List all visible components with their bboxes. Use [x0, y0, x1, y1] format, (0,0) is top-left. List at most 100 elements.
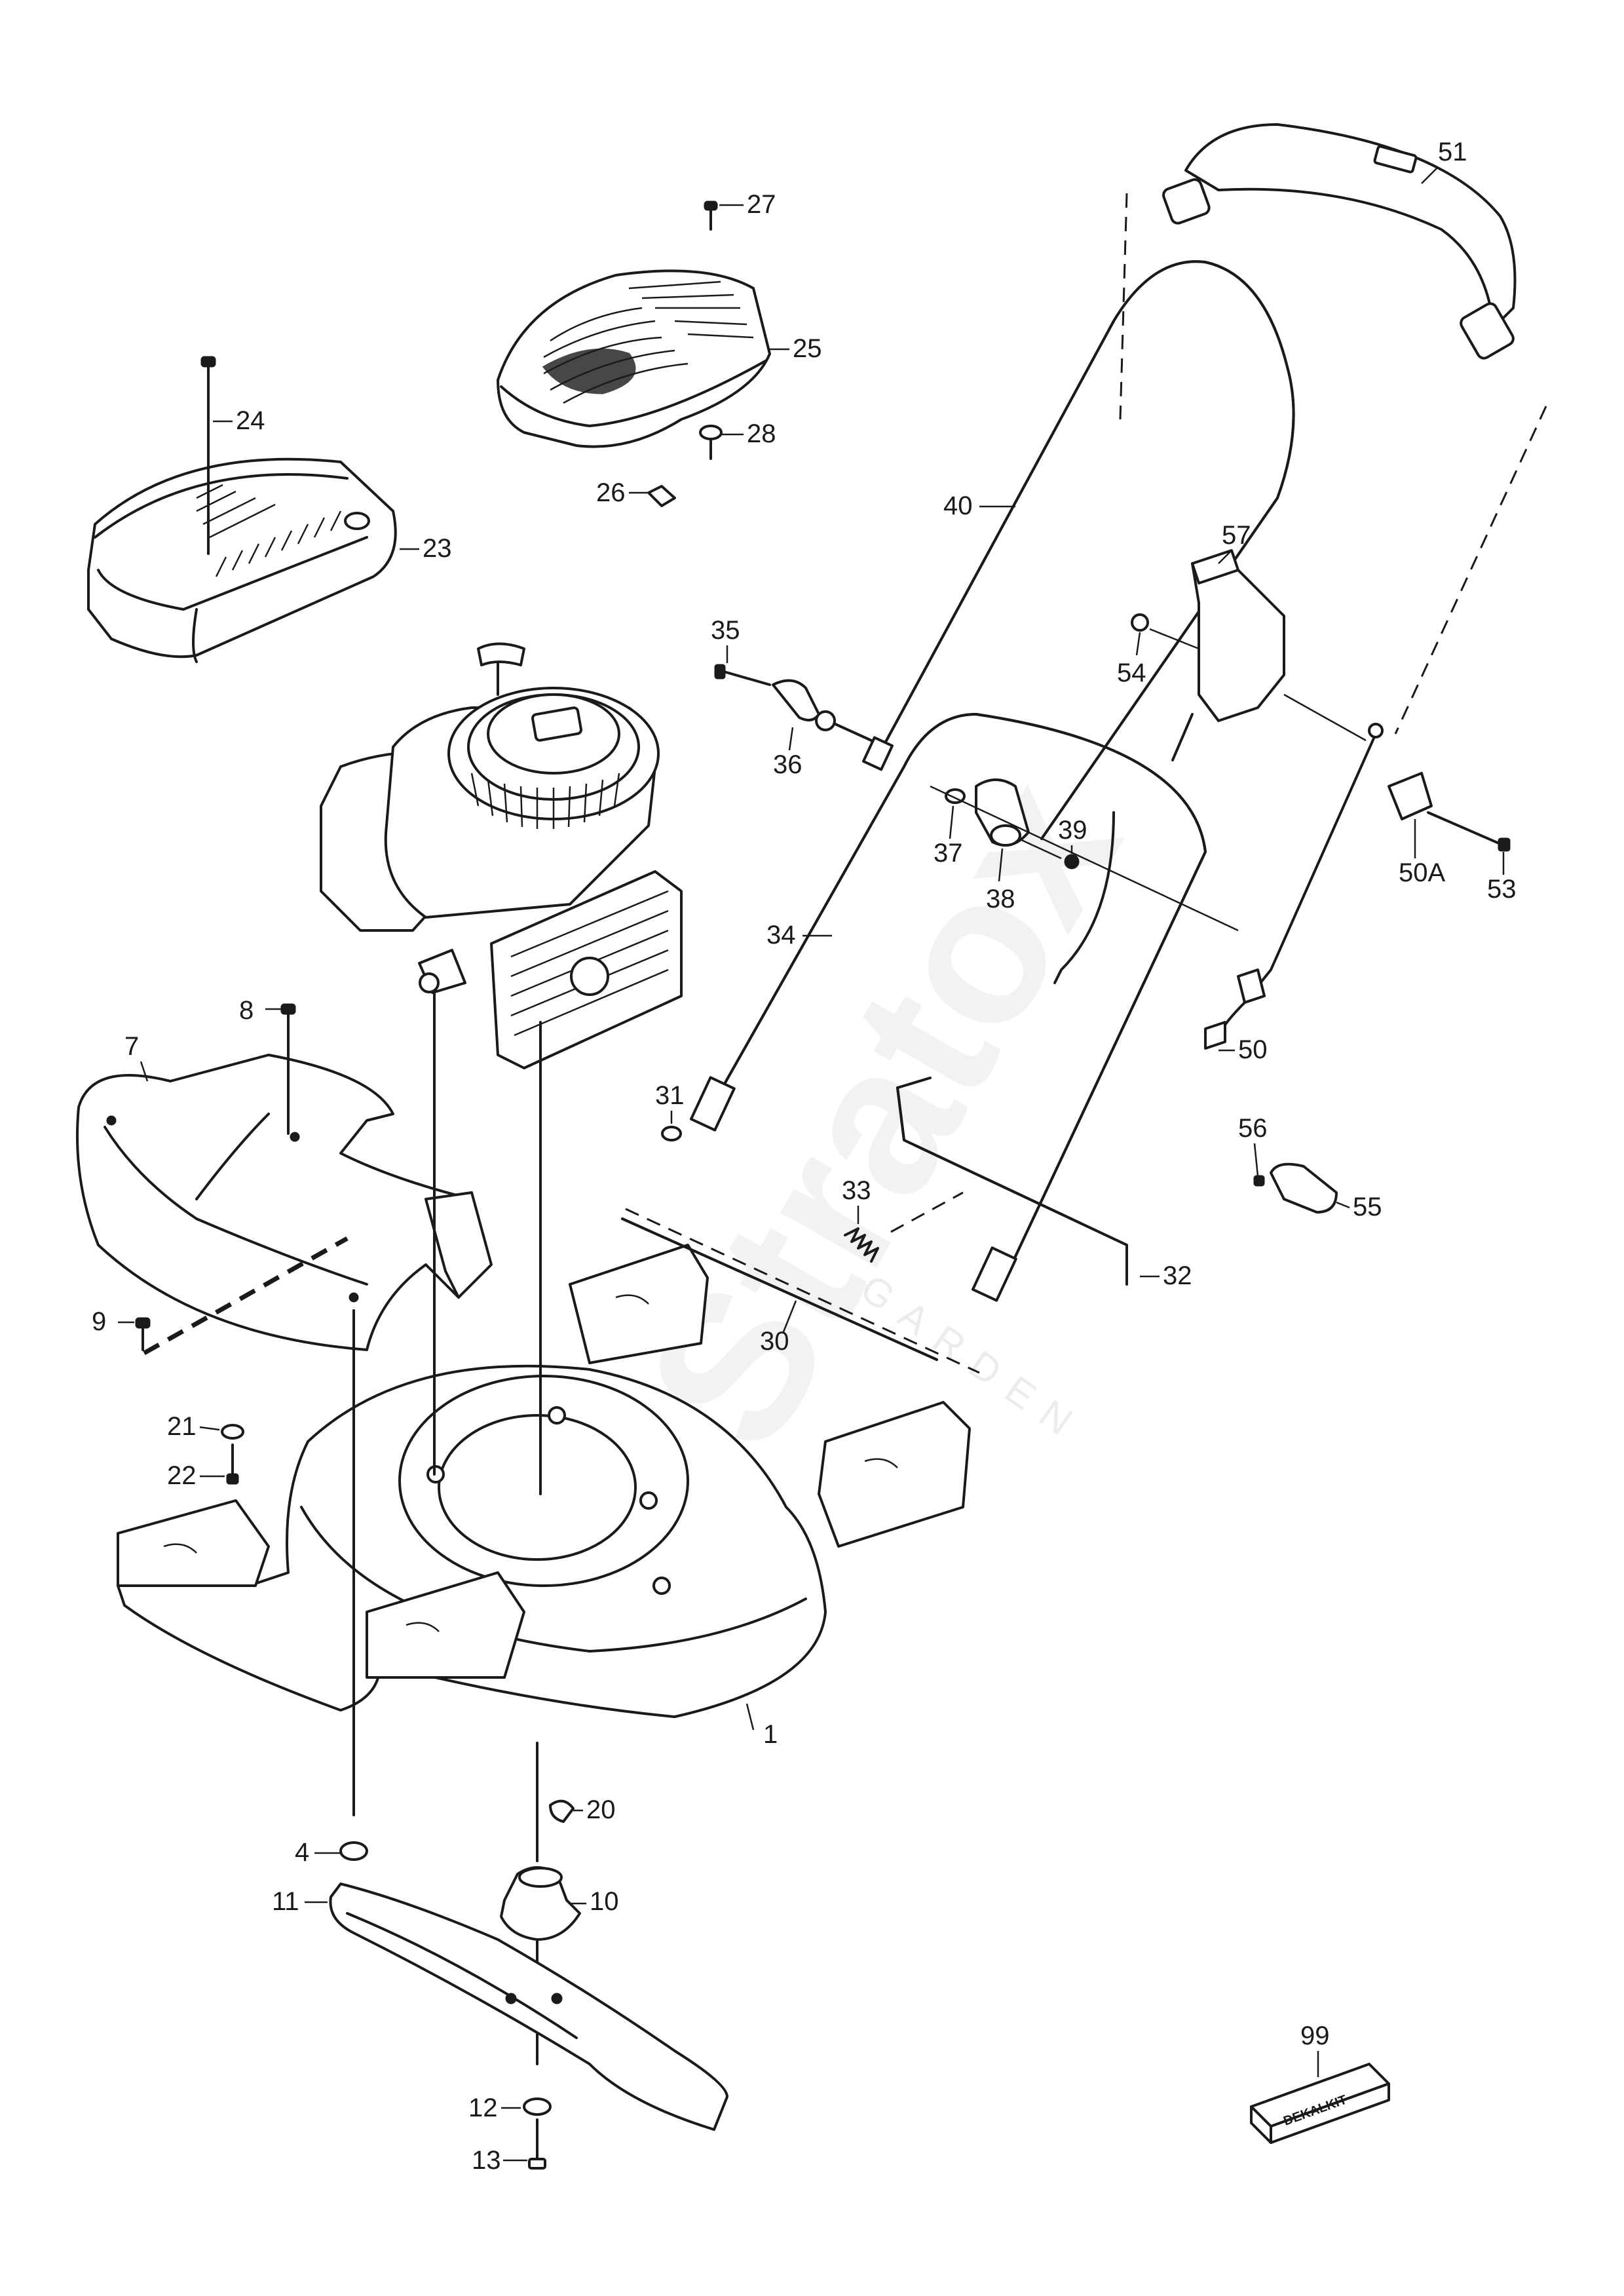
- callout-label: 4: [295, 1838, 309, 1867]
- part-4-nut: [339, 1841, 368, 1861]
- callout-label: 9: [92, 1307, 106, 1336]
- part-55-cover: [1270, 1162, 1338, 1214]
- callout-label: 51: [1438, 138, 1467, 166]
- part-39-nut: [1064, 854, 1080, 870]
- callout-leader: [782, 1300, 797, 1334]
- part-57-control-lever: [1171, 549, 1285, 761]
- callout-55: 55: [1336, 1193, 1382, 1221]
- callout-label: 57: [1222, 521, 1251, 550]
- callout-label: 34: [766, 921, 796, 949]
- callout-label: 32: [1163, 1261, 1192, 1290]
- callout-leader: [998, 848, 1004, 882]
- callout-36: 36: [773, 727, 803, 779]
- callout-label: 56: [1238, 1114, 1268, 1143]
- callout-9: 9: [92, 1307, 134, 1336]
- callout-label: 12: [468, 2094, 498, 2122]
- part-1-mower-deck: [117, 1244, 971, 1718]
- callouts: 1478910111213202122232425262728303132333…: [92, 138, 1517, 2175]
- callout-label: 1: [763, 1720, 778, 1749]
- part-31-washer: [661, 1126, 682, 1141]
- callout-label: 53: [1487, 875, 1517, 904]
- callout-10: 10: [570, 1887, 619, 1916]
- callout-label: 55: [1353, 1193, 1382, 1221]
- callout-label: 50A: [1399, 858, 1445, 887]
- callout-25: 25: [770, 334, 822, 363]
- callout-label: 27: [747, 190, 776, 219]
- callout-51: 51: [1421, 138, 1467, 184]
- part-7-deflector: [76, 1054, 493, 1351]
- callout-label: 36: [773, 750, 803, 779]
- part-10-blade-adapter: [500, 1866, 581, 1941]
- part-23-engine-cover: [87, 457, 397, 663]
- part-51-handle-grip: [1162, 123, 1517, 360]
- callout-28: 28: [722, 419, 776, 448]
- callout-33: 33: [842, 1176, 871, 1224]
- callout-4: 4: [295, 1838, 341, 1867]
- callout-label: 31: [655, 1081, 685, 1110]
- part-28-washer: [699, 425, 723, 460]
- callout-26: 26: [596, 478, 647, 507]
- callout-99: 99: [1300, 2021, 1330, 2077]
- callout-32: 32: [1140, 1261, 1192, 1290]
- callout-label: 23: [423, 534, 452, 563]
- part-32-height-lever: [896, 1077, 1128, 1286]
- callout-8: 8: [239, 996, 282, 1025]
- callout-34: 34: [766, 921, 832, 949]
- callout-label: 7: [124, 1032, 139, 1061]
- callout-leader: [746, 1703, 755, 1731]
- part-99-decal-kit: DEKALKIT: [1250, 2063, 1390, 2144]
- callout-label: 35: [711, 616, 740, 645]
- callout-57: 57: [1218, 521, 1251, 564]
- callout-21: 21: [167, 1412, 220, 1441]
- callout-label: 28: [747, 419, 776, 448]
- callout-12: 12: [468, 2094, 521, 2122]
- callout-13: 13: [472, 2146, 527, 2175]
- callout-11: 11: [272, 1887, 328, 1916]
- callout-leader: [1135, 632, 1141, 656]
- callout-label: 10: [590, 1887, 619, 1916]
- callout-label: 13: [472, 2146, 501, 2175]
- callout-20: 20: [573, 1795, 616, 1824]
- callout-label: 38: [986, 885, 1015, 913]
- watermark-text: Stratox: [599, 740, 1164, 1484]
- callout-27: 27: [719, 190, 776, 219]
- callout-38: 38: [986, 848, 1015, 913]
- engine: [320, 642, 683, 1069]
- callout-30: 30: [760, 1300, 797, 1356]
- callout-1: 1: [746, 1703, 778, 1749]
- callout-label: 11: [272, 1887, 299, 1916]
- part-38-knob: [975, 778, 1062, 860]
- callout-50: 50: [1218, 1035, 1268, 1064]
- callout-label: 22: [167, 1461, 197, 1490]
- part-21-washer: [221, 1424, 244, 1440]
- callout-label: 54: [1117, 659, 1146, 687]
- callout-50A: 50A: [1399, 819, 1445, 887]
- callout-label: 39: [1058, 816, 1087, 845]
- callout-label: 40: [943, 491, 973, 520]
- part-56-screw: [1253, 1175, 1265, 1187]
- callout-leader: [1218, 550, 1232, 564]
- callout-label: 50: [1238, 1035, 1268, 1064]
- part-22-bolt: [226, 1444, 239, 1485]
- part-30-rod: [621, 1217, 938, 1361]
- callout-54: 54: [1117, 632, 1146, 687]
- part-54-nut: [1131, 613, 1199, 650]
- part-53-screw: [1427, 811, 1511, 852]
- part-50-cable: [1053, 723, 1384, 1050]
- callout-label: 26: [596, 478, 626, 507]
- part-26-clip: [647, 485, 676, 507]
- callout-23: 23: [400, 534, 452, 563]
- callout-leader: [199, 1426, 220, 1431]
- part-20-plug: [549, 1799, 575, 1823]
- part-40-upper-handle: [861, 260, 1295, 840]
- watermark: Stratox: [599, 740, 1164, 1484]
- callout-leader: [949, 805, 954, 839]
- callout-label: 99: [1300, 2021, 1330, 2050]
- callout-40: 40: [943, 491, 1015, 520]
- part-33-spring: [844, 1191, 964, 1263]
- callout-39: 39: [1058, 816, 1087, 854]
- callout-leader: [1336, 1201, 1350, 1209]
- part-9-screw: [135, 1236, 349, 1356]
- callout-leader: [788, 727, 794, 751]
